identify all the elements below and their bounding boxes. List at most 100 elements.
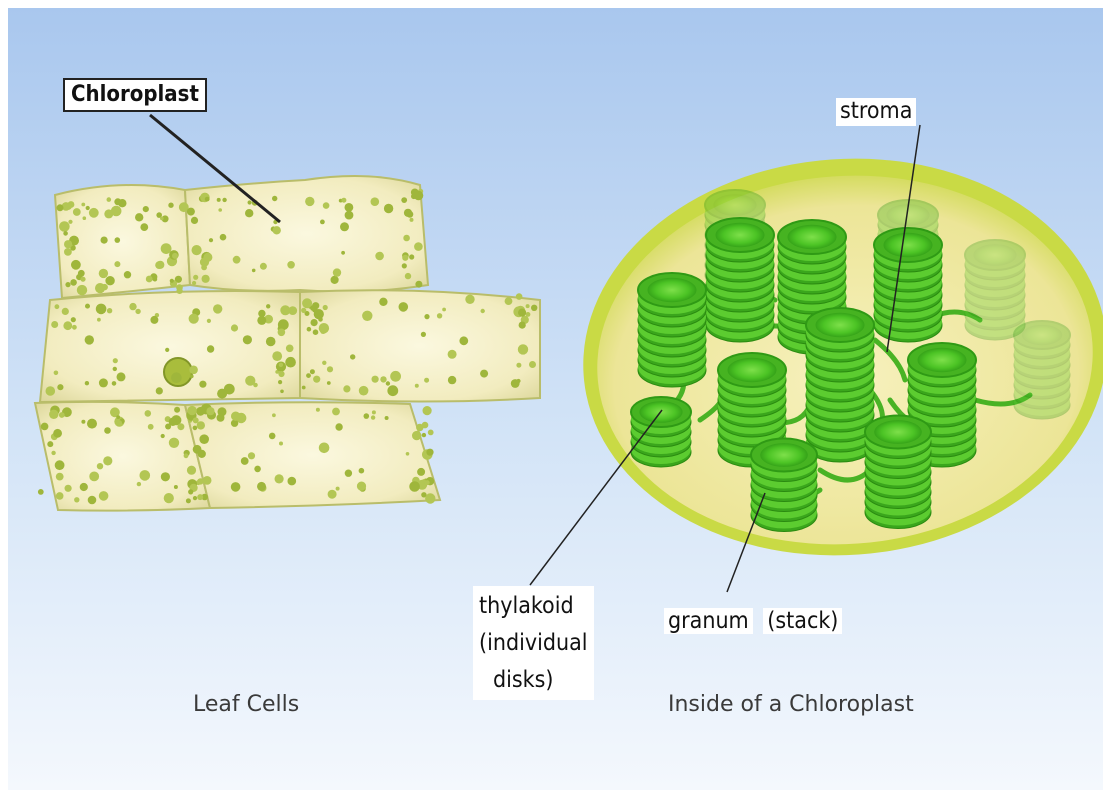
chloroplast-dot bbox=[140, 223, 148, 231]
chloroplast-dot bbox=[233, 256, 241, 264]
chloroplast-dot bbox=[116, 415, 120, 419]
chloroplast-dot bbox=[184, 453, 189, 458]
chloroplast-dot bbox=[174, 407, 180, 413]
chloroplast-dot bbox=[205, 197, 210, 202]
chloroplast-dot bbox=[505, 297, 513, 305]
chloroplast-dot bbox=[323, 202, 330, 209]
chloroplast-dot bbox=[217, 389, 227, 399]
chloroplast-dot bbox=[99, 269, 108, 278]
chloroplast-dot bbox=[170, 279, 174, 283]
chloroplast-dot bbox=[372, 410, 376, 414]
chloroplast-dot bbox=[518, 344, 528, 354]
chloroplast-dot bbox=[203, 253, 212, 262]
chloroplast-dot bbox=[38, 489, 44, 495]
chloroplast-dot bbox=[335, 423, 342, 430]
chloroplast-dot bbox=[333, 268, 341, 276]
chloroplast-dot bbox=[88, 496, 97, 505]
chloroplast-dot bbox=[423, 406, 432, 415]
chloroplast-dot bbox=[207, 319, 211, 323]
chloroplast-dot bbox=[174, 485, 178, 489]
chloroplast-dot bbox=[207, 345, 214, 352]
chloroplast-dot bbox=[197, 478, 203, 484]
chloroplast-dot bbox=[319, 323, 329, 333]
thylakoid-label-line-2: (individual bbox=[479, 625, 588, 662]
chloroplast-dot bbox=[190, 374, 194, 378]
chloroplast-dot bbox=[390, 371, 401, 382]
chloroplast-dot bbox=[47, 441, 53, 447]
chloroplast-dot bbox=[415, 281, 422, 288]
granum-stack bbox=[706, 218, 774, 342]
granum-stack bbox=[1014, 321, 1070, 419]
chloroplast-dot bbox=[328, 490, 337, 499]
chloroplast-dot bbox=[222, 198, 226, 202]
chloroplast-dot bbox=[313, 329, 319, 335]
chloroplast-dot bbox=[332, 408, 340, 416]
chloroplast-dot bbox=[252, 269, 256, 273]
chloroplast-dot bbox=[480, 370, 488, 378]
chloroplast-dot bbox=[231, 412, 240, 421]
chloroplast-dot bbox=[248, 452, 255, 459]
chloroplast-dot bbox=[409, 481, 420, 492]
chloroplast-dot bbox=[448, 350, 457, 359]
chloroplast-dot bbox=[89, 208, 99, 218]
chloroplast-dot bbox=[206, 407, 214, 415]
chloroplast-dot bbox=[359, 386, 369, 396]
chloroplast-dot bbox=[115, 237, 121, 243]
chloroplast-dot bbox=[41, 423, 49, 431]
chloroplast-dot bbox=[422, 479, 426, 483]
chloroplast-dot bbox=[278, 329, 286, 337]
chloroplast-dot bbox=[318, 317, 323, 322]
chloroplast-dot bbox=[65, 485, 72, 492]
chloroplast-dot bbox=[83, 216, 87, 220]
chloroplast-dot bbox=[417, 468, 425, 476]
chloroplast-dot bbox=[280, 305, 290, 315]
chloroplast-dot bbox=[146, 276, 153, 283]
chloroplast-dot bbox=[155, 261, 163, 269]
chloroplast-dot bbox=[101, 237, 108, 244]
chloroplast-dot bbox=[243, 335, 252, 344]
granum-stack bbox=[806, 308, 874, 462]
chloroplast-dot bbox=[399, 302, 409, 312]
chloroplast-dot bbox=[272, 351, 282, 361]
chloroplast-label: Chloroplast bbox=[63, 78, 207, 112]
chloroplast-dot bbox=[209, 238, 213, 242]
chloroplast-dot bbox=[191, 217, 198, 224]
chloroplast-dot bbox=[189, 314, 199, 324]
chloroplast-dot bbox=[193, 426, 198, 431]
chloroplast-dot bbox=[129, 303, 136, 310]
chloroplast-dot bbox=[350, 354, 355, 359]
thylakoid-label: thylakoid (individual disks) bbox=[473, 586, 594, 700]
granum-stack bbox=[874, 228, 942, 342]
chloroplast-dot bbox=[51, 321, 58, 328]
chloroplast-dot bbox=[327, 381, 331, 385]
chloroplast-dot bbox=[516, 363, 521, 368]
chloroplast-dot bbox=[428, 430, 434, 436]
chloroplast-dot bbox=[278, 319, 289, 330]
chloroplast-dot bbox=[322, 361, 326, 365]
chloroplast-dot bbox=[140, 470, 151, 481]
chloroplast-dot bbox=[107, 197, 112, 202]
chloroplast-dot bbox=[57, 204, 64, 211]
chloroplast-dot bbox=[113, 358, 118, 363]
chloroplast-dot bbox=[172, 253, 178, 259]
chloroplast-dot bbox=[279, 363, 283, 367]
granum-stack bbox=[638, 273, 706, 387]
chloroplast-dot bbox=[193, 275, 198, 280]
granum-label: granum bbox=[664, 608, 753, 634]
chloroplast-dot bbox=[411, 189, 419, 197]
thylakoid-label-line-3: disks) bbox=[479, 662, 588, 699]
chloroplast-dot bbox=[305, 197, 314, 206]
chloroplast-dot bbox=[103, 456, 112, 465]
chloroplast-dot bbox=[245, 209, 253, 217]
leaf-cell bbox=[300, 290, 540, 401]
chloroplast-dot bbox=[231, 482, 241, 492]
chloroplast-dot bbox=[114, 198, 121, 205]
chloroplast-dot bbox=[424, 314, 429, 319]
chloroplast-dot bbox=[62, 308, 69, 315]
chloroplast-dot bbox=[143, 206, 149, 212]
chloroplast-dot bbox=[71, 260, 81, 270]
chloroplast-dot bbox=[465, 295, 474, 304]
chloroplast-dot bbox=[189, 366, 198, 375]
chloroplast-dot bbox=[273, 226, 281, 234]
chloroplast-dot bbox=[53, 429, 62, 438]
